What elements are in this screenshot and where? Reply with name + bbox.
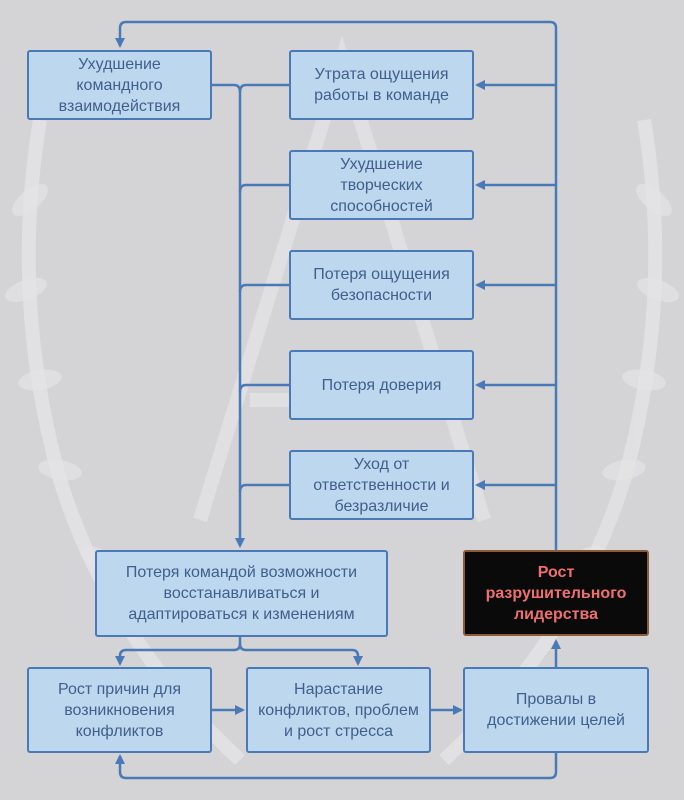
node-conflict-growth: Нарастание конфликтов, проблем и рост ст… <box>246 667 431 753</box>
arrow-destructive-to-team <box>115 20 558 550</box>
node-withdrawal: Уход от ответственности и безразличие <box>289 450 474 520</box>
node-trust: Потеря доверия <box>289 350 474 420</box>
node-creativity: Ухудшение творческих способностей <box>289 150 474 220</box>
node-adaptability: Потеря командой возможности восстанавлив… <box>95 550 388 637</box>
node-loss-teamwork: Утрата ощущения работы в команде <box>289 50 474 120</box>
node-safety: Потеря ощущения безопасности <box>289 250 474 320</box>
arrow-failure-loop-to-causes <box>115 752 558 780</box>
node-goal-failure: Провалы в достижении целей <box>463 667 649 753</box>
node-destructive-leadership: Рост разрушительного лидерства <box>463 550 649 636</box>
arrow-to-conflict-causes <box>115 643 242 666</box>
arrow-to-conflict-growth <box>238 643 363 666</box>
node-conflict-causes: Рост причин для возникновения конфликтов <box>27 667 212 753</box>
node-team-interaction: Ухудшение командного взаимодействия <box>27 50 212 120</box>
